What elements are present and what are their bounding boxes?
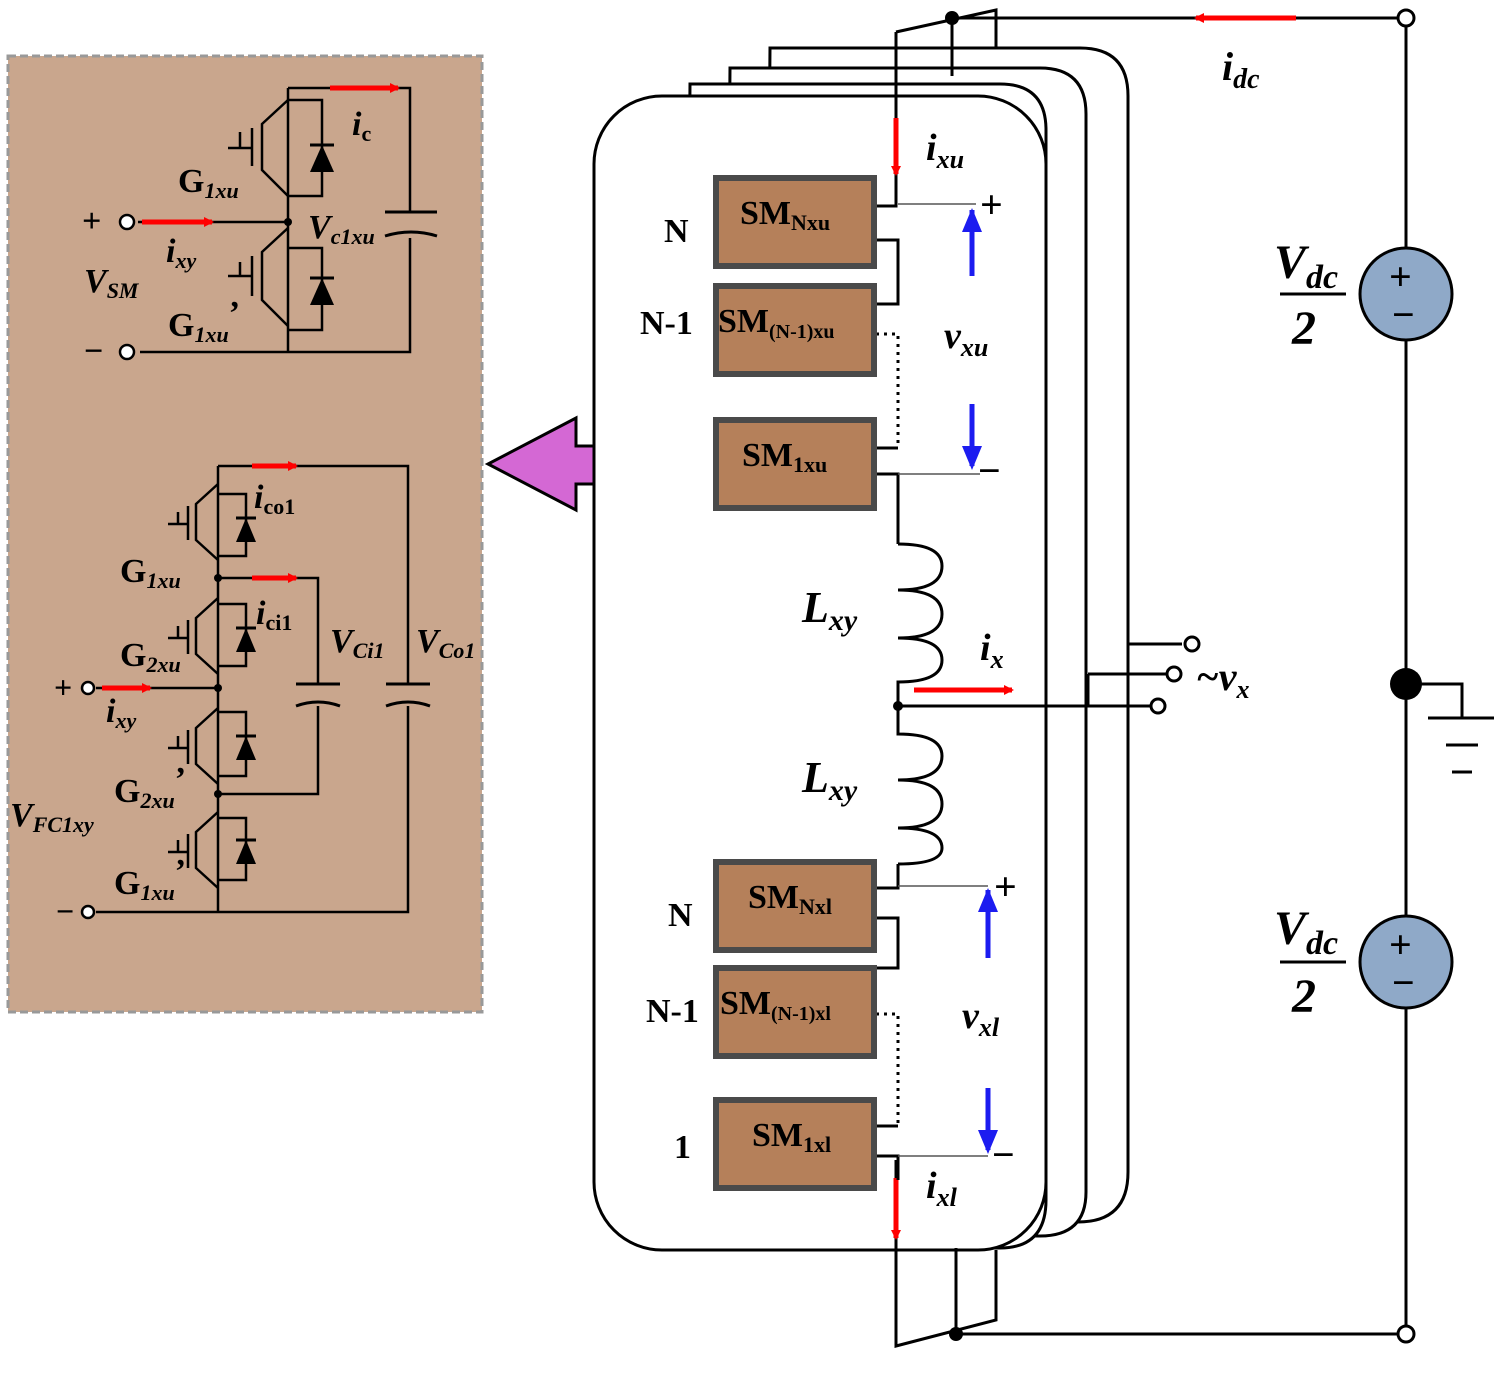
g-lower-label: G1xu’ [168,295,240,347]
vco-label: VCo1 [416,623,475,663]
vdc-upper-den: 2 [1291,302,1316,355]
dc-link [1358,26,1494,1326]
sm-1xl-label: SM1xl [752,1117,831,1157]
index-n-upper: N [664,213,689,250]
ici-label: ici1 [256,595,292,635]
ix-label: ix [980,627,1004,674]
vfc-label: VFC1xy [10,797,94,837]
vxl-plus: + [994,864,1017,909]
vdc-lower-num: Vdc [1274,902,1338,962]
vxl-minus: − [992,1132,1015,1177]
index-1-lower: 1 [674,1129,691,1166]
vci-label: VCi1 [330,623,384,663]
sm-plus-sign: + [82,203,101,240]
idc-label: idc [1222,44,1260,95]
inductor-label-upper: Lxy [801,583,858,637]
vxu-plus: + [980,182,1003,227]
fc-plus-sign: + [54,669,72,705]
src-lower-plus: + [1389,922,1412,967]
sm-n1xu-label: SM(N-1)xu [718,303,835,343]
arm-wiring [876,180,998,1180]
ixy-label-top: ixy [166,233,196,273]
g-upper-label: G1xu [178,163,239,203]
sm-nxl-label: SMNxl [748,879,832,919]
vsm-label: VSM [84,263,140,303]
index-n1-lower: N-1 [646,993,699,1030]
half-bridge-schematic [118,83,438,361]
sm-minus-sign: − [84,333,103,370]
src-upper-minus: − [1392,292,1415,337]
dc-source-lower [1358,914,1454,1010]
ac-output [893,635,1201,715]
ixy-label-bottom: ixy [106,693,136,733]
index-n-lower: N [668,897,693,934]
dc-source-upper [1358,246,1454,342]
ixl-label: ixl [926,1165,958,1212]
inductor-lower [896,706,944,866]
g2p-label: G2xu’ [114,761,186,813]
submodule-detail-panel: + − ic G1xu Vc1xu ixy VSM G1xu’ [6,54,484,1014]
sm-1xl-box [713,1097,877,1191]
index-n1-upper: N-1 [640,305,693,342]
inductor-label-lower: Lxy [801,753,858,807]
vx-label: ~vx [1196,654,1250,704]
vdc-lower-den: 2 [1291,970,1316,1023]
flying-capacitor-schematic [80,461,431,920]
src-upper-plus: + [1389,254,1412,299]
g2-label: G2xu [120,637,181,677]
vxl-label: vxl [962,995,1000,1042]
inductor-upper [896,542,944,706]
ic-label: ic [352,106,371,146]
sm-1xu-label: SM1xu [742,437,827,477]
ixu-label: ixu [926,127,964,174]
ico-label: ico1 [254,479,295,519]
sm-nxu-label: SMNxu [740,195,830,235]
sm-n1xl-box [713,965,877,1059]
g1p-label: G1xu’ [114,853,186,905]
sm-nxl-box [713,859,877,953]
sm-nxu-box [713,175,877,269]
src-lower-minus: − [1392,960,1415,1005]
sm-1xu-box [713,417,877,511]
vxu-minus: − [978,448,1001,493]
vdc-upper-num: Vdc [1274,236,1338,296]
sm-n1xu-box [713,283,877,377]
g1-label: G1xu [120,553,181,593]
vxu-label: vxu [944,315,988,362]
dc-bus-wiring [891,8,1416,1348]
vc-label: Vc1xu [308,209,375,249]
sm-n1xl-label: SM(N-1)xl [720,985,831,1025]
fc-minus-sign: − [56,893,74,929]
